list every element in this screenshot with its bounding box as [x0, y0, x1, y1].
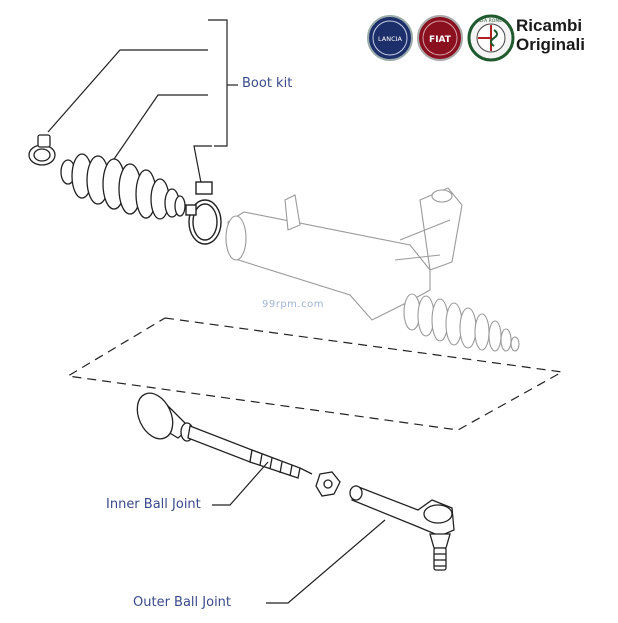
- inner-ball-joint-label: Inner Ball Joint: [106, 497, 201, 512]
- brand-name: Ricambi Originali: [516, 16, 585, 54]
- lock-nut: [315, 471, 341, 497]
- dashed-enclosure: [66, 317, 564, 431]
- small-boot-clamp: [28, 134, 56, 166]
- brand-line-2: Originali: [516, 35, 585, 54]
- large-boot-clamp: [185, 181, 222, 245]
- brand-line-1: Ricambi: [516, 16, 583, 35]
- fiat-badge-icon: FIAT: [417, 15, 463, 61]
- lancia-badge-text: LANCIA: [378, 35, 403, 43]
- brand-logo: Ricambi Originali: [364, 12, 614, 64]
- leader-lines: [212, 461, 386, 604]
- alfa-badge-icon: ALFA ROMEO: [467, 14, 515, 62]
- steering-boot: [60, 153, 186, 220]
- outer-ball-joint-label: Outer Ball Joint: [133, 595, 232, 610]
- boot-kit-bracket: [47, 19, 238, 189]
- brand-badges: LANCIA FIAT ALFA ROMEO: [367, 14, 515, 62]
- inner-ball-joint-part: [136, 392, 313, 479]
- steering-rack-faded: [225, 187, 520, 352]
- boot-kit-label: Boot kit: [242, 76, 293, 91]
- watermark: 99rpm.com: [262, 299, 324, 310]
- fiat-badge-text: FIAT: [429, 35, 452, 45]
- outer-ball-joint-part: [349, 485, 455, 571]
- alfa-badge-text: ALFA ROMEO: [476, 18, 506, 24]
- lancia-badge-icon: LANCIA: [367, 15, 413, 61]
